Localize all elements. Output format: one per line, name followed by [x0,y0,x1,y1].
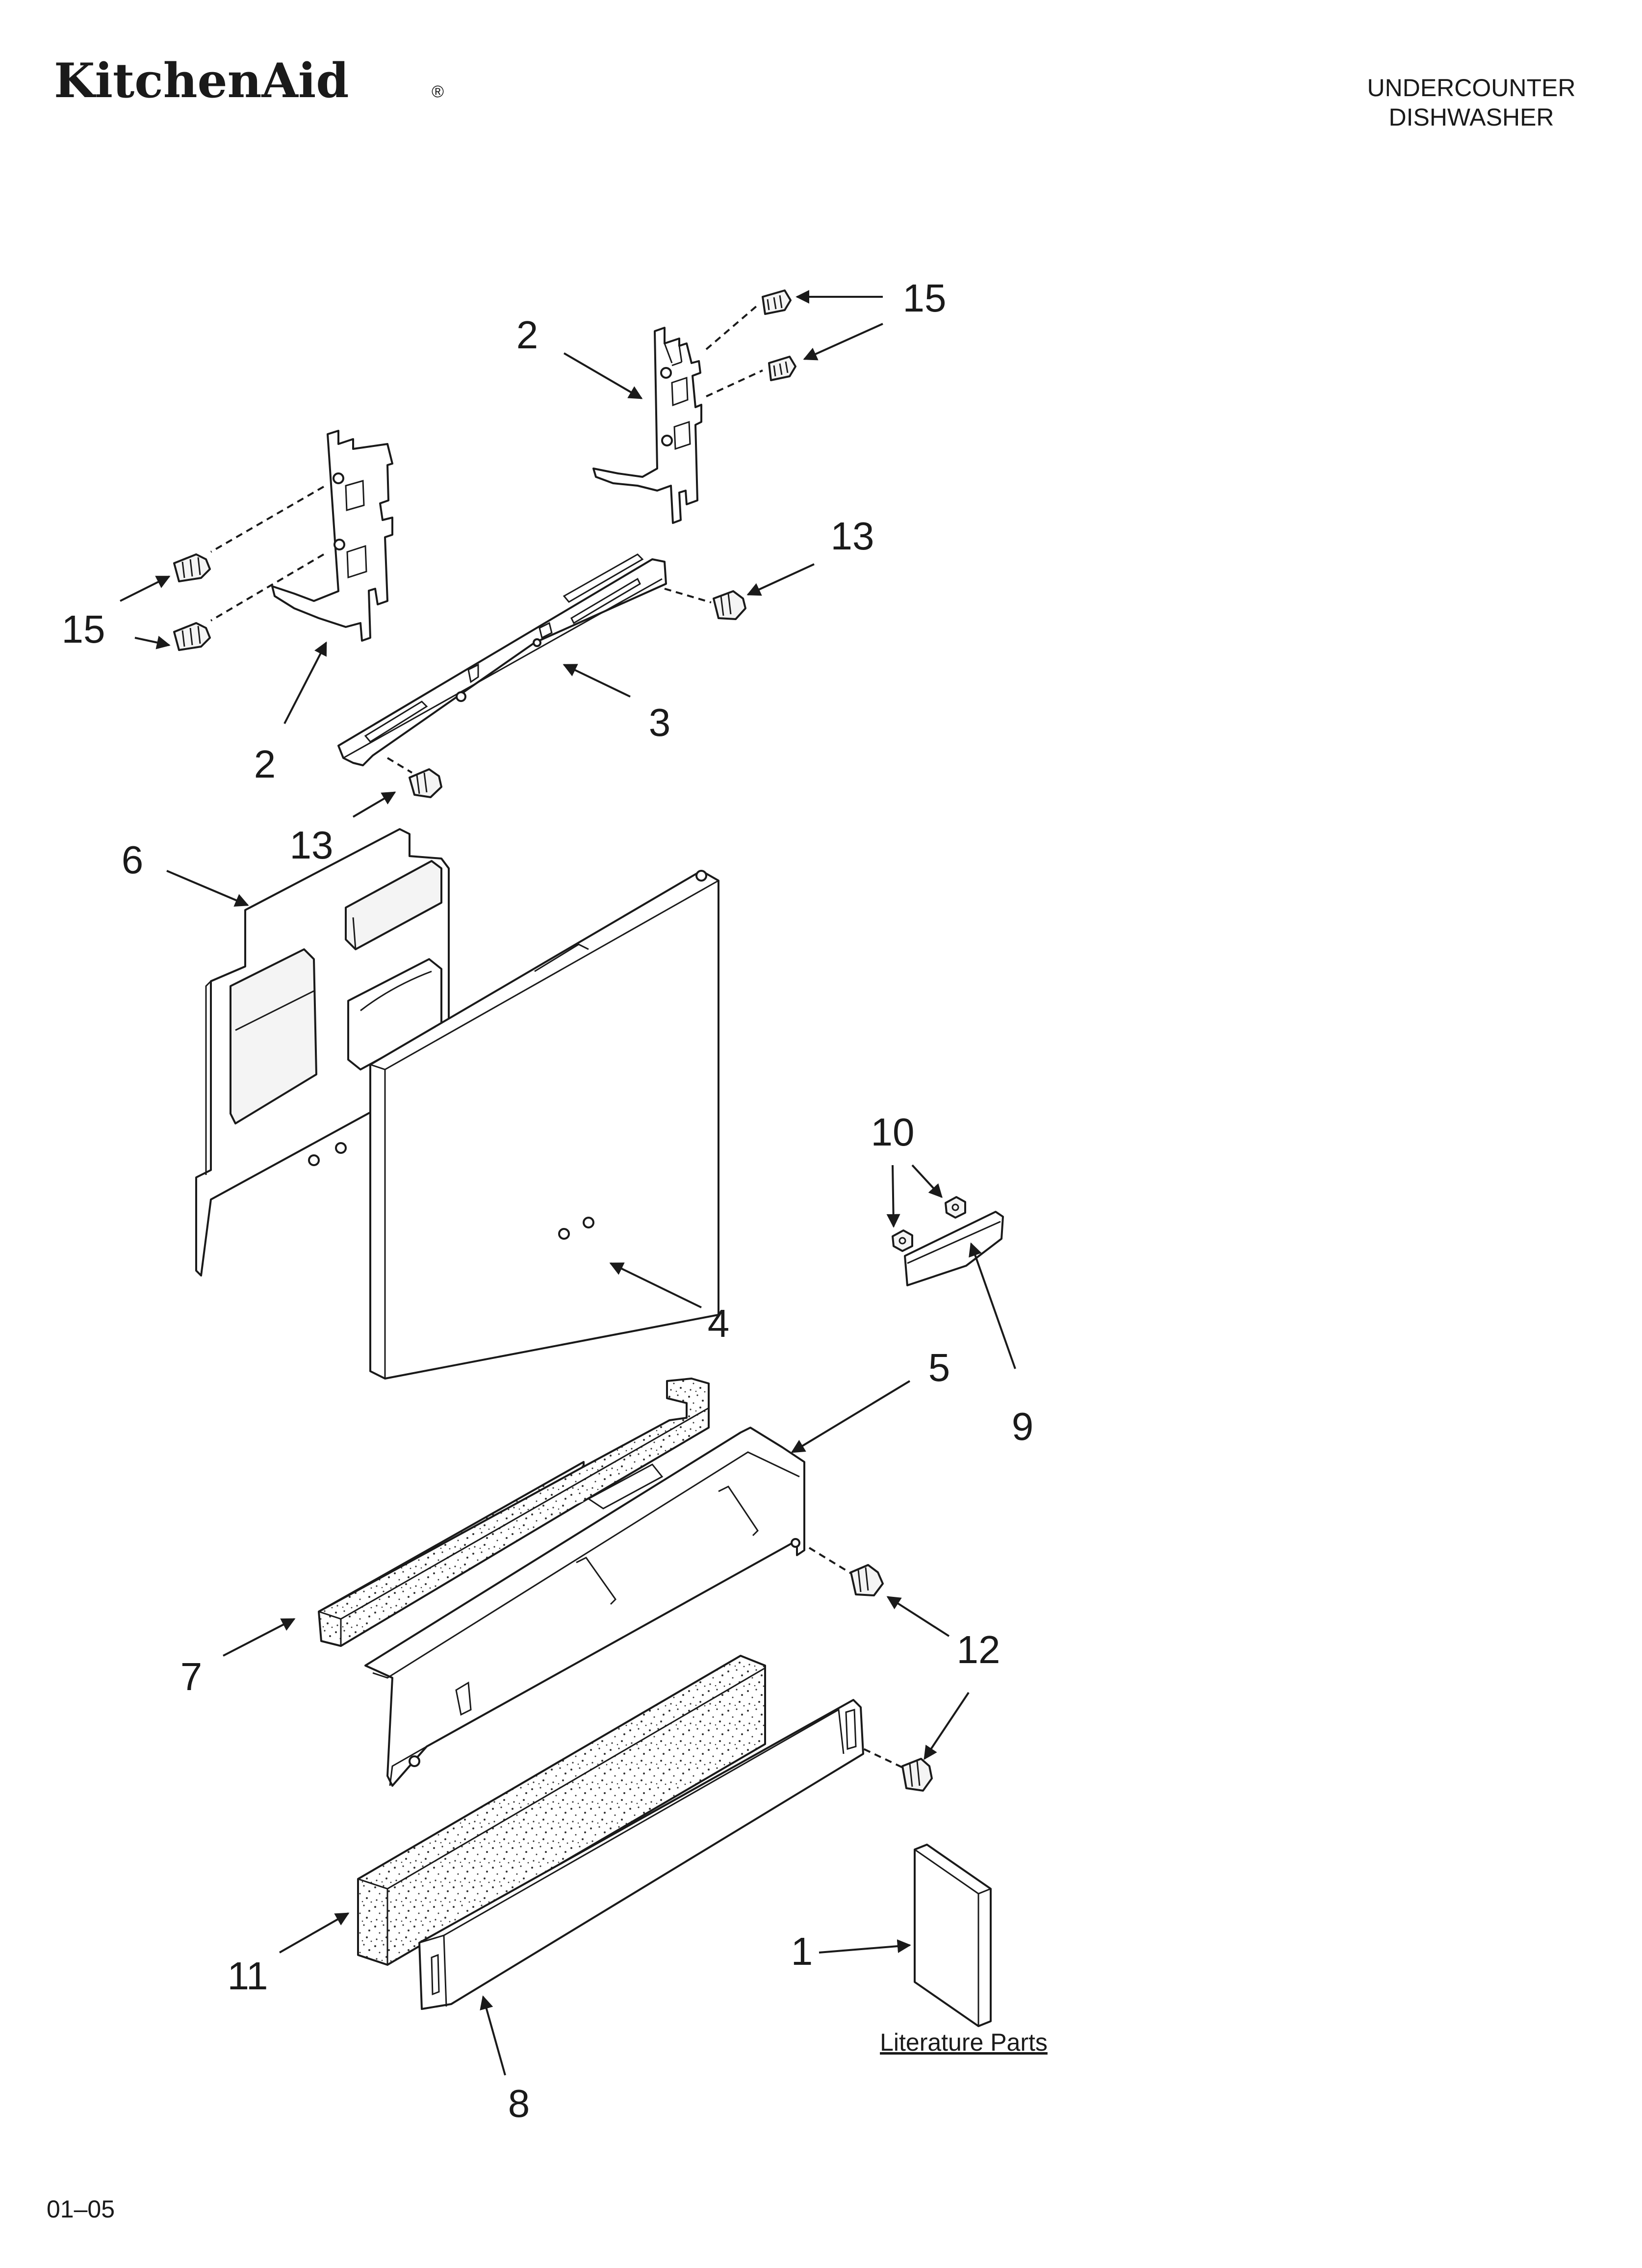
callout-5: 5 [928,1346,950,1389]
callout-3: 3 [649,701,671,744]
callout-12: 12 [957,1628,1001,1671]
literature-parts-label: Literature Parts [880,2029,1048,2056]
callout-2-left: 2 [254,742,276,786]
callout-2-top: 2 [516,313,539,357]
callout-13-lower: 13 [290,823,334,867]
callout-11: 11 [227,1954,268,1998]
part-12-screws [808,1547,933,1792]
part-9-handle-trim [904,1211,1004,1286]
part-10-nuts [892,1196,966,1252]
callout-7: 7 [180,1655,203,1698]
part-13-screws [386,588,746,798]
part-11-insulation-block [357,1655,766,1966]
part-4-door-panel [369,870,719,1380]
part-8-kick-plate [418,1699,864,2010]
callout-1: 1 [791,1929,813,1973]
registered-mark: ® [432,82,444,101]
part-15-left-screws [173,486,325,651]
callout-4: 4 [708,1302,730,1345]
footer-code: 01–05 [47,2195,115,2223]
brand-logo: KitchenAid [54,53,349,108]
part-2-left-bracket [271,430,393,642]
callout-8: 8 [508,2082,530,2125]
part-2-top-bracket [592,327,702,524]
callout-15-top: 15 [903,276,947,320]
callout-10: 10 [871,1110,915,1154]
callout-9: 9 [1012,1405,1034,1448]
leader-arrows [120,290,1016,2076]
part-5-channel [364,1427,805,1787]
title-line-2: DISHWASHER [1388,104,1554,131]
callout-15-left: 15 [62,607,105,651]
part-3-rail [337,553,667,766]
part-7-insulation [318,1378,710,1647]
callout-13-right: 13 [831,514,874,558]
part-6-inner-panel [195,828,450,1277]
callout-6: 6 [122,838,144,882]
title-line-1: UNDERCOUNTER [1367,74,1576,102]
part-15-top-screws [705,289,796,397]
part-1-literature [914,1844,992,2027]
